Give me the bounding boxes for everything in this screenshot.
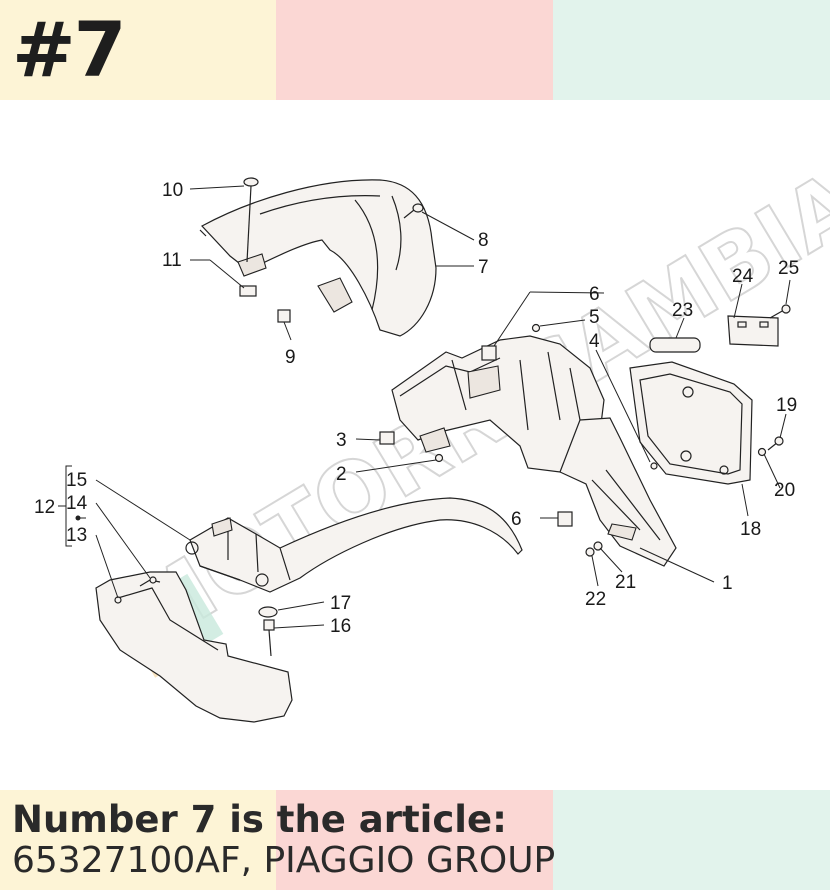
callout-labels: 10 8 7 11 9 6 5 4 23 24 25 3 2 19 20 18 … bbox=[34, 180, 799, 637]
part-19-screw bbox=[767, 436, 784, 451]
callout-22: 22 bbox=[585, 589, 606, 610]
leader-lines bbox=[58, 185, 791, 629]
part-23-reflector bbox=[649, 337, 701, 353]
part-17-washer bbox=[258, 606, 278, 618]
article-caption-title: Number 7 is the article: bbox=[12, 798, 507, 841]
callout-25: 25 bbox=[778, 258, 799, 279]
article-caption-code: 65327100AF, PIAGGIO GROUP bbox=[12, 840, 556, 881]
callout-17: 17 bbox=[330, 593, 351, 614]
callout-20: 20 bbox=[774, 480, 795, 501]
footer-band-pink bbox=[276, 790, 553, 890]
part-15-mudguard-rail bbox=[185, 497, 523, 593]
part-9-clip bbox=[277, 309, 291, 323]
callout-9: 9 bbox=[285, 347, 296, 368]
part-5-screw bbox=[531, 323, 541, 333]
part-2-screw bbox=[434, 453, 444, 463]
part-6-clip-upper bbox=[481, 345, 497, 361]
callout-3: 3 bbox=[336, 430, 347, 451]
part-1-bracket-arm bbox=[559, 417, 677, 567]
callout-18: 18 bbox=[740, 519, 761, 540]
callout-21: 21 bbox=[615, 572, 636, 593]
part-6-clip-lower bbox=[557, 511, 573, 527]
footer-band-mint bbox=[553, 790, 830, 890]
part-14-rivet bbox=[149, 576, 157, 584]
callout-4: 4 bbox=[589, 331, 600, 352]
part-4-screw bbox=[650, 462, 658, 470]
part-25-screw bbox=[769, 304, 791, 319]
footer-band bbox=[0, 790, 830, 890]
callout-23: 23 bbox=[672, 300, 693, 321]
footer-band-yellow bbox=[0, 790, 276, 890]
exploded-parts-diagram: MOTORRICAMBIA bbox=[34, 151, 830, 723]
callout-19: 19 bbox=[776, 395, 797, 416]
callout-13: 13 bbox=[66, 525, 87, 546]
callout-2: 2 bbox=[336, 464, 347, 485]
part-18-plate-frame bbox=[629, 361, 753, 485]
callout-11: 11 bbox=[162, 250, 182, 271]
part-3-clip bbox=[379, 431, 395, 445]
part-8-screw bbox=[403, 203, 424, 219]
callout-6-lower: 6 bbox=[511, 509, 522, 530]
part-number-heading: #7 bbox=[12, 5, 127, 94]
callout-5: 5 bbox=[589, 307, 600, 328]
part-16-bolt bbox=[263, 619, 275, 657]
callout-24: 24 bbox=[732, 266, 754, 287]
part-20-washer bbox=[757, 447, 767, 457]
header-band-yellow bbox=[0, 0, 276, 100]
callout-1: 1 bbox=[722, 573, 733, 594]
part-11-clip bbox=[239, 285, 257, 297]
callout-6-upper: 6 bbox=[589, 284, 600, 305]
part-22-washer bbox=[585, 547, 595, 557]
header-band-mint bbox=[553, 0, 830, 100]
callout-7: 7 bbox=[478, 257, 489, 278]
callout-16: 16 bbox=[330, 616, 351, 637]
part-7-rear-cover bbox=[199, 179, 437, 337]
callout-12: 12 bbox=[34, 497, 55, 518]
callout-14: 14 bbox=[66, 493, 88, 514]
callout-10: 10 bbox=[162, 180, 183, 201]
part-24-plate-light bbox=[727, 315, 779, 347]
callout-8: 8 bbox=[478, 230, 489, 251]
callout-15: 15 bbox=[66, 470, 87, 491]
header-band-pink bbox=[276, 0, 553, 100]
header-band bbox=[0, 0, 830, 100]
part-10-screw bbox=[243, 177, 259, 263]
